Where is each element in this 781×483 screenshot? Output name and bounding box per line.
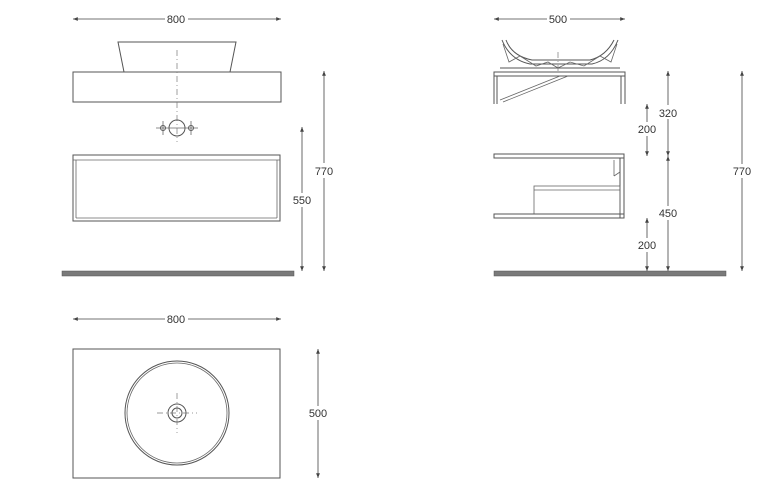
front-tap-symbol bbox=[156, 119, 198, 137]
plan-width-label: 800 bbox=[167, 314, 185, 326]
front-cabinet-height-dimension: 550 bbox=[293, 127, 311, 271]
front-total-height-dimension: 770 bbox=[315, 71, 333, 271]
side-floor-gap-label: 200 bbox=[638, 240, 656, 252]
side-total-height-dimension: 770 bbox=[733, 71, 751, 271]
side-top-offset-dimension: 320 bbox=[659, 71, 677, 156]
plan-width-dimension: 800 bbox=[73, 314, 281, 326]
side-top-shelf-gap-label: 200 bbox=[638, 124, 656, 136]
side-top-offset-label: 320 bbox=[659, 108, 677, 120]
side-view: 500 bbox=[493, 14, 751, 277]
side-floor-gap-dimension: 200 bbox=[638, 218, 656, 271]
side-countertop bbox=[493, 71, 626, 104]
plan-depth-label: 500 bbox=[309, 408, 327, 420]
side-cabinet-height-dimension: 450 bbox=[659, 156, 677, 271]
front-width-label: 800 bbox=[167, 14, 185, 26]
side-top-shelf-gap-dimension: 200 bbox=[638, 104, 656, 156]
plan-view: 800 500 bbox=[72, 314, 327, 479]
side-total-height-label: 770 bbox=[733, 166, 751, 178]
side-depth-dimension: 500 bbox=[494, 14, 625, 26]
side-cabinet bbox=[493, 153, 625, 219]
side-basin bbox=[500, 39, 620, 72]
front-floor bbox=[61, 270, 295, 277]
plan-depth-dimension: 500 bbox=[309, 349, 327, 478]
front-total-height-label: 770 bbox=[315, 166, 333, 178]
side-cabinet-height-label: 450 bbox=[659, 208, 677, 220]
plan-countertop bbox=[72, 348, 281, 479]
front-width-dimension: 800 bbox=[73, 14, 281, 26]
plan-basin bbox=[124, 360, 230, 466]
side-depth-label: 500 bbox=[549, 14, 567, 26]
front-view: 800 550 bbox=[61, 14, 333, 277]
side-floor bbox=[493, 270, 727, 277]
front-cabinet bbox=[72, 154, 281, 222]
front-cabinet-height-label: 550 bbox=[293, 195, 311, 207]
